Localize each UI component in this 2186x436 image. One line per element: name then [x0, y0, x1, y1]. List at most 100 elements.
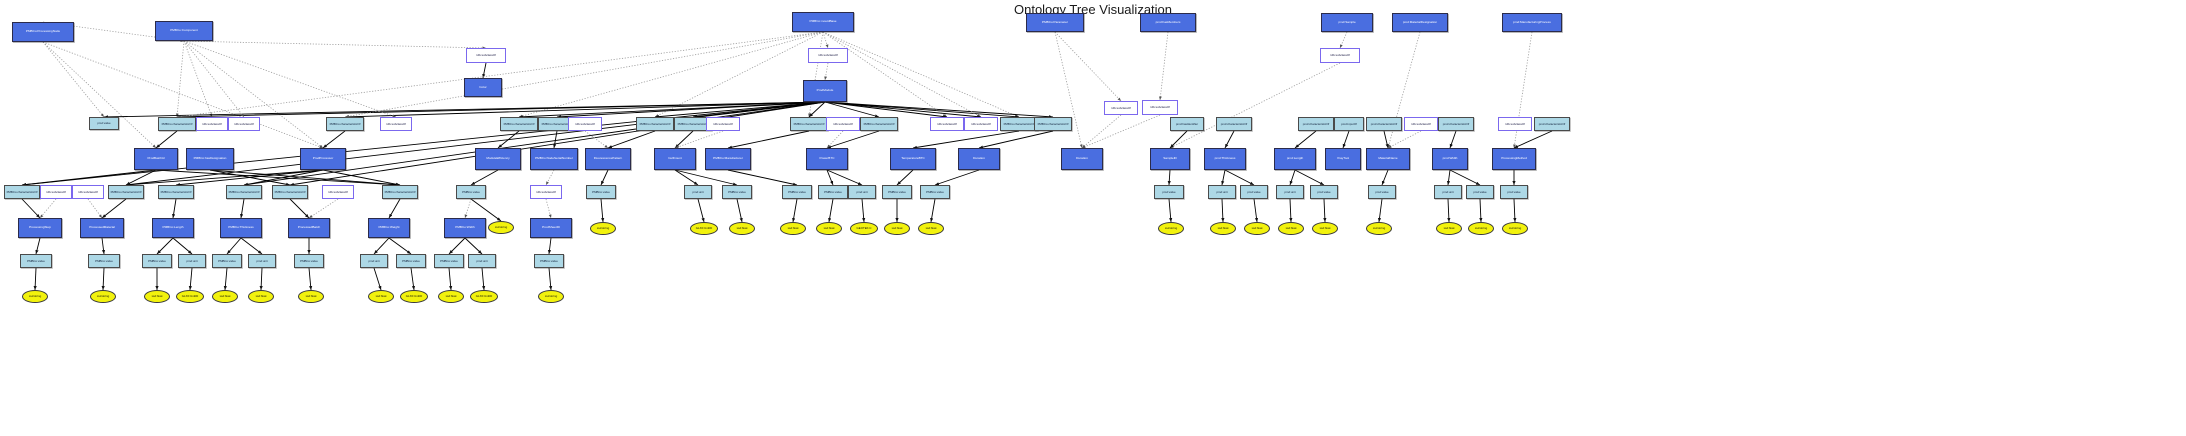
subclassof-node[interactable]: rdfs:subclassOf — [466, 48, 506, 63]
literal-node[interactable]: xsd:string — [90, 290, 116, 303]
literal-node[interactable]: GLXF:UnitID — [690, 222, 718, 235]
subclassof-node[interactable]: rdfs:subclassOf — [1142, 100, 1178, 115]
literal-node[interactable]: xsd:string — [1366, 222, 1392, 235]
property-node[interactable]: PMBCo:value — [20, 254, 52, 268]
literal-node[interactable]: xsd:string — [1502, 222, 1528, 235]
class-node[interactable]: SampleID — [1150, 148, 1190, 170]
property-node[interactable]: pmd:value — [1466, 185, 1494, 199]
literal-node[interactable]: xsd:float — [248, 290, 274, 303]
property-node[interactable]: PMBCo:value — [920, 185, 950, 199]
subclassof-node[interactable]: rdfs:subclassOf — [322, 185, 354, 199]
class-node[interactable]: ModuleEfficiency — [475, 148, 521, 170]
literal-node[interactable]: GLXF:UnitID — [176, 290, 204, 303]
property-node[interactable]: PMBCo:value — [818, 185, 848, 199]
property-node[interactable]: pmd:unit — [848, 185, 876, 199]
class-node[interactable]: ProdProcessor — [300, 148, 346, 170]
subclassof-node[interactable]: rdfs:subclassOf — [568, 117, 602, 131]
literal-node[interactable]: xsd:float — [1436, 222, 1462, 235]
property-node[interactable]: PMBCo:characteristicOf — [500, 117, 538, 131]
class-node[interactable]: Duration — [1061, 148, 1103, 170]
property-node[interactable]: PMBCo:characteristicOf — [272, 185, 308, 199]
property-node[interactable]: pmd:unit — [684, 185, 712, 199]
subclassof-node[interactable]: rdfs:subclassOf — [228, 117, 260, 131]
class-node[interactable]: TemperatureBTC — [890, 148, 936, 170]
class-node[interactable]: PowerBTC — [806, 148, 848, 170]
class-node[interactable]: ProcessedBatch — [288, 218, 330, 238]
class-node[interactable]: ProcessingStep — [18, 218, 62, 238]
class-node[interactable]: pmd:Length — [1274, 148, 1316, 170]
class-node[interactable]: PMBCo:Manufacturer — [705, 148, 751, 170]
literal-node[interactable]: xsd:float — [438, 290, 464, 303]
literal-node[interactable]: xsd:string — [1158, 222, 1184, 235]
class-node[interactable]: ProdSheetID — [530, 218, 572, 238]
literal-node[interactable]: xsd:float — [884, 222, 910, 235]
property-node[interactable]: pmd:unit — [360, 254, 388, 268]
literal-node[interactable]: xsd:float — [368, 290, 394, 303]
property-node[interactable]: PMBCo:value — [88, 254, 120, 268]
literal-node[interactable]: xsd:string — [488, 221, 514, 234]
property-node[interactable]: PMBCo:value — [882, 185, 912, 199]
class-node[interactable]: MaterialName — [1366, 148, 1410, 170]
subclassof-node[interactable]: rdfs:subclassOf — [530, 185, 562, 199]
property-node[interactable]: pmd:characteristicOf — [1438, 117, 1474, 131]
subclassof-node[interactable]: rdfs:subclassOf — [1498, 117, 1532, 131]
property-node[interactable]: PMBCo:characteristicOf — [326, 117, 364, 131]
literal-node[interactable]: xsd:float — [298, 290, 324, 303]
literal-node[interactable]: xsd:string — [22, 290, 48, 303]
literal-node[interactable]: xsd:float — [212, 290, 238, 303]
property-node[interactable]: pmd:unit — [178, 254, 206, 268]
property-node[interactable]: PMBCo:characteristicOf — [226, 185, 262, 199]
class-node[interactable]: PMBCo:Component — [155, 21, 213, 41]
literal-node[interactable]: xsd:string — [1468, 222, 1494, 235]
property-node[interactable]: pmd:unit — [468, 254, 496, 268]
property-node[interactable]: PMBCo:characteristicOf — [158, 117, 196, 131]
property-node[interactable]: PMBCo:characteristicOf — [1034, 117, 1072, 131]
subclassof-node[interactable]: rdfs:subclassOf — [1404, 117, 1438, 131]
property-node[interactable]: pmd:hasIdentifier — [1170, 117, 1204, 131]
property-node[interactable]: PMBCo:value — [142, 254, 172, 268]
subclassof-node[interactable]: rdfs:subclassOf — [40, 185, 72, 199]
class-node[interactable]: PMBCo:Length — [152, 218, 194, 238]
literal-node[interactable]: xsd:float — [729, 222, 755, 235]
literal-node[interactable]: xsd:float — [1278, 222, 1304, 235]
class-node[interactable]: pmd:Sample — [1321, 13, 1373, 32]
property-node[interactable]: pmd:unit — [248, 254, 276, 268]
property-node[interactable]: pmd:value — [1240, 185, 1268, 199]
property-node[interactable]: pmd:unit — [1208, 185, 1236, 199]
literal-node[interactable]: xsd:float — [1312, 222, 1338, 235]
property-node[interactable]: PMBCo:characteristicOf — [4, 185, 40, 199]
property-node[interactable]: pmd:value — [1368, 185, 1396, 199]
literal-node[interactable]: xsd:float — [780, 222, 806, 235]
property-node[interactable]: PMBCo:value — [586, 185, 616, 199]
class-node[interactable]: PMBCo:Width — [444, 218, 486, 238]
property-node[interactable]: PMBCo:characteristicOf — [382, 185, 418, 199]
class-node[interactable]: ProcessingMethod — [1492, 148, 1536, 170]
subclassof-node[interactable]: rdfs:subclassOf — [706, 117, 740, 131]
class-node[interactable]: PMBCo:Parameter — [1026, 13, 1084, 32]
class-node[interactable]: ProcessedMaterial — [80, 218, 124, 238]
class-node[interactable]: ProdModule — [803, 80, 847, 102]
property-node[interactable]: pmd:value — [89, 117, 119, 130]
subclassof-node[interactable]: rdfs:subclassOf — [196, 117, 228, 131]
class-node[interactable]: pmd:hasMembers — [1140, 13, 1196, 32]
property-node[interactable]: PMBCo:value — [434, 254, 464, 268]
literal-node[interactable]: GLXF:UnitID — [470, 290, 498, 303]
property-node[interactable]: pmd:characteristicOf — [1534, 117, 1570, 131]
class-node[interactable]: PMBCo:ProcessingNode — [12, 22, 74, 42]
property-node[interactable]: PMBCo:value — [212, 254, 242, 268]
class-node[interactable]: Color — [464, 78, 502, 97]
subclassof-node[interactable]: rdfs:subclassOf — [72, 185, 104, 199]
property-node[interactable]: PMBCo:characteristicOf — [158, 185, 194, 199]
property-node[interactable]: pmd:value — [1154, 185, 1184, 199]
subclassof-node[interactable]: rdfs:subclassOf — [808, 48, 848, 63]
class-node[interactable]: PMBCo:Thickness — [220, 218, 262, 238]
property-node[interactable]: pmd:characteristicOf — [1216, 117, 1252, 131]
subclassof-node[interactable]: rdfs:subclassOf — [826, 117, 860, 131]
property-node[interactable]: pmd:value — [1310, 185, 1338, 199]
property-node[interactable]: pmd:unit — [1276, 185, 1304, 199]
property-node[interactable]: pmd:characteristicOf — [1298, 117, 1334, 131]
subclassof-node[interactable]: rdfs:subclassOf — [964, 117, 998, 131]
literal-node[interactable]: xsd:float — [918, 222, 944, 235]
property-node[interactable]: PMBCo:characteristicOf — [1000, 117, 1038, 131]
subclassof-node[interactable]: rdfs:subclassOf — [1320, 48, 1360, 63]
